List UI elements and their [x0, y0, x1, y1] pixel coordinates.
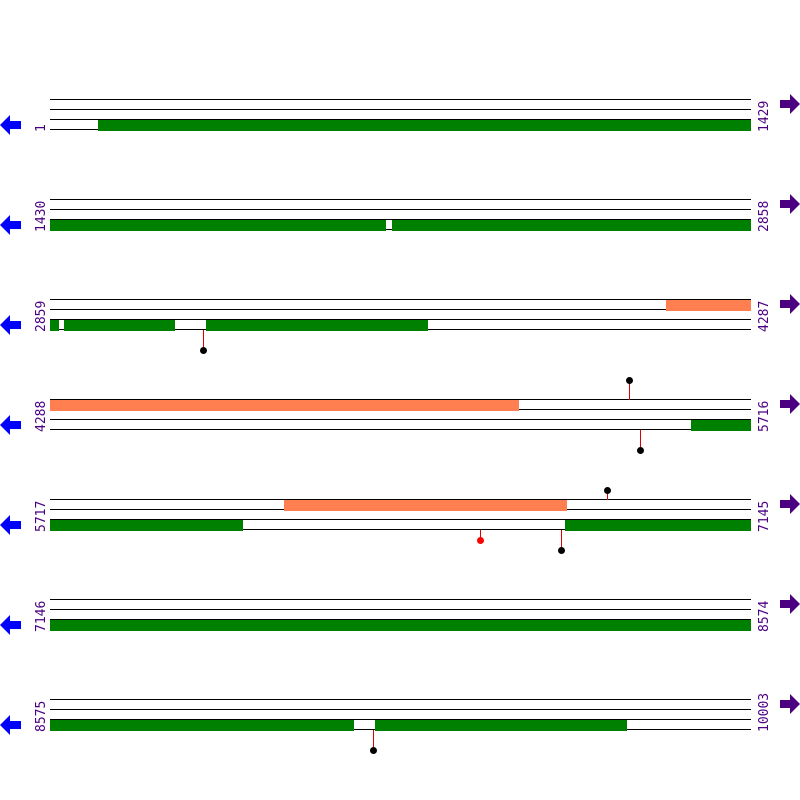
left-arrow-icon[interactable]	[0, 515, 22, 535]
marker-dot[interactable]	[604, 487, 611, 494]
track-line	[50, 529, 751, 530]
left-arrow-icon[interactable]	[0, 315, 22, 335]
left-arrow-icon[interactable]	[0, 215, 22, 235]
track-line	[50, 309, 751, 310]
marker-stem	[629, 381, 630, 400]
cds-feature[interactable]	[206, 320, 428, 331]
marker-stem	[640, 430, 641, 450]
track-line	[50, 119, 751, 120]
track-line	[50, 609, 751, 610]
cds-feature[interactable]	[64, 320, 175, 331]
right-arrow-icon[interactable]	[780, 194, 800, 216]
track-line	[50, 419, 751, 420]
right-arrow-icon[interactable]	[780, 494, 800, 516]
left-arrow-icon[interactable]	[0, 415, 22, 435]
sequence-row-2: 1430 2858	[0, 100, 800, 235]
cds-feature[interactable]	[375, 720, 627, 731]
marker-stem	[607, 491, 608, 500]
marker-dot[interactable]	[370, 747, 377, 754]
left-arrow-icon[interactable]	[0, 115, 22, 135]
cds-feature[interactable]	[50, 220, 386, 231]
marker-stem	[480, 530, 481, 540]
right-arrow-icon[interactable]	[780, 94, 800, 116]
sequence-row-4: 4288 5716	[0, 300, 800, 454]
right-arrow-icon[interactable]	[780, 394, 800, 416]
track-line	[50, 719, 751, 720]
marker-dot-red[interactable]	[477, 537, 484, 544]
track-line	[50, 599, 751, 600]
track-line	[50, 219, 751, 220]
track-line	[50, 399, 751, 400]
cds-feature[interactable]	[50, 320, 59, 331]
cds-feature[interactable]	[691, 420, 751, 431]
track-line	[50, 699, 751, 700]
marker-dot[interactable]	[200, 347, 207, 354]
highlight-feature[interactable]	[284, 500, 567, 511]
track-line	[50, 709, 751, 710]
marker-dot[interactable]	[637, 447, 644, 454]
sequence-row-5: 5717 7145	[0, 400, 800, 554]
track-line	[50, 499, 751, 500]
left-arrow-icon[interactable]	[0, 715, 22, 735]
left-arrow-icon[interactable]	[0, 615, 22, 635]
right-arrow-icon[interactable]	[780, 594, 800, 616]
right-arrow-icon[interactable]	[780, 694, 800, 716]
track-line	[50, 199, 751, 200]
marker-stem	[203, 330, 204, 350]
track-line	[50, 519, 751, 520]
cds-feature[interactable]	[50, 720, 354, 731]
row-end-label: 10003	[757, 692, 772, 732]
track-line	[50, 429, 751, 430]
cds-feature[interactable]	[50, 520, 243, 531]
marker-stem	[373, 730, 374, 750]
track-line	[50, 99, 751, 100]
marker-dot[interactable]	[626, 377, 633, 384]
cds-feature[interactable]	[392, 220, 751, 231]
sequence-row-7: 8575 10003	[0, 600, 800, 754]
track-line	[50, 299, 751, 300]
track-line	[50, 109, 751, 110]
highlight-feature[interactable]	[666, 300, 751, 311]
track-line	[50, 619, 751, 620]
cds-feature[interactable]	[98, 120, 751, 131]
sequence-row-3: 2859 4287	[0, 200, 800, 354]
cds-feature[interactable]	[50, 620, 751, 631]
right-arrow-icon[interactable]	[780, 294, 800, 316]
marker-stem	[561, 530, 562, 550]
sequence-row-1: 1 1429	[0, 0, 800, 135]
track-line	[50, 319, 751, 320]
sequence-row-6: 7146 8574	[0, 500, 800, 635]
marker-dot[interactable]	[558, 547, 565, 554]
cds-feature[interactable]	[565, 520, 751, 531]
highlight-feature[interactable]	[50, 400, 519, 411]
track-line	[50, 209, 751, 210]
row-start-label: 8575	[34, 700, 49, 732]
